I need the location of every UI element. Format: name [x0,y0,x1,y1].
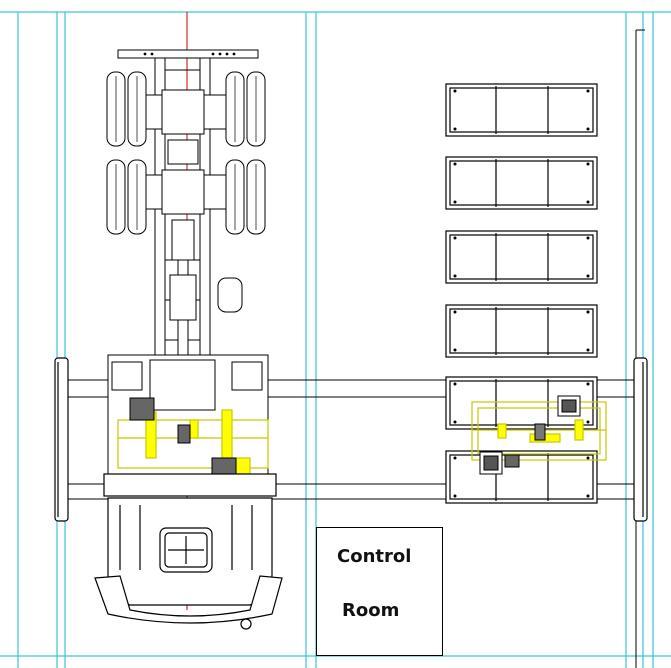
pallet-1 [445,83,598,137]
lift-post-right [633,357,648,522]
truck-engine-components [129,397,237,479]
truck-chassis [106,49,269,491]
lift-post-left [54,357,69,522]
control-room-label-line1: Control [337,546,412,567]
truck-highlight-frame [117,409,269,475]
pallet-stack [445,83,598,504]
control-room-box: Control Room [316,527,443,656]
pallet-4 [445,304,598,358]
pallet-3 [445,230,598,284]
pallet-2 [445,156,598,210]
pallet-components [479,395,581,475]
pallet-6 [445,450,598,504]
guide-lines [0,11,671,668]
truck-cab [94,473,283,630]
control-room-label-line2: Room [342,600,400,621]
